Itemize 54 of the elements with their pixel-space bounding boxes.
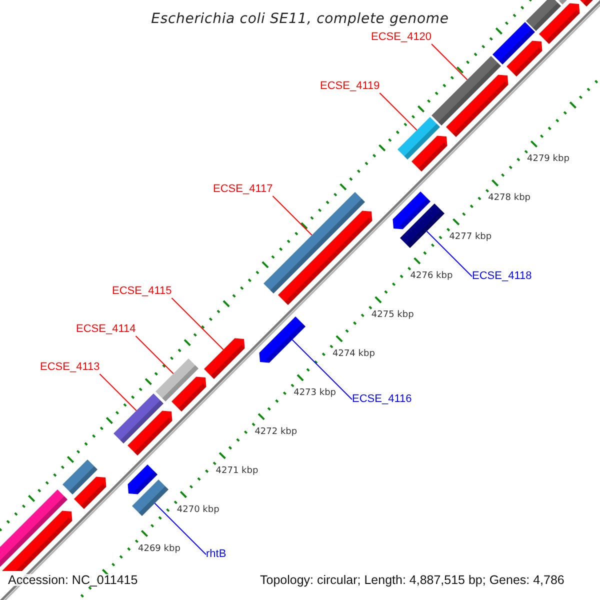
gene-label: ECSE_4117 [213,183,273,196]
leader-line [379,92,418,131]
scale-label: 4279 kbp [527,153,570,165]
gene-bar [400,204,444,248]
gene-label: ECSE_4116 [352,393,412,406]
gene-label: ECSE_4119 [320,80,380,93]
gene-bar [204,338,245,379]
scale-label: 4273 kbp [294,387,336,399]
gene-bar [492,22,535,64]
gene-label: rhtB [206,548,226,561]
leader-line [154,502,206,555]
gene-label: ECSE_4115 [112,285,172,298]
gene-label: ECSE_4114 [76,323,136,336]
gene-bar [558,0,567,4]
gene-bar [278,210,372,305]
scale-label: 4269 kbp [138,543,180,555]
diagram-title: Escherichia coli SE11, complete genome [151,10,449,29]
gene-label: ECSE_4113 [40,361,100,374]
gene-bar [62,460,98,494]
scale-label: 4276 kbp [410,270,453,282]
scale-label: 4278 kbp [488,192,530,204]
scale-label: 4270 kbp [176,504,220,516]
scale-label: 4271 kbp [216,465,258,477]
leader-line [99,374,137,412]
gene-bar [172,376,206,412]
leader-line [171,298,224,350]
gene-bar [580,0,593,6]
gene-bar [259,316,306,363]
gene-bar [114,394,164,444]
gene-bar [128,464,158,494]
gene-bar [412,136,448,172]
leader-line [272,196,312,236]
gene-bar [398,117,440,160]
leader-line [431,44,468,80]
scale-label: 4275 kbp [371,309,414,321]
gene-bar [156,358,198,402]
gene-bar [128,410,172,456]
gene-bar [432,56,501,126]
gene-bar [539,3,580,44]
leader-line [135,336,174,374]
gene-bar [392,192,430,230]
gene-bar [446,74,508,137]
gene-label: ECSE_4120 [371,31,432,44]
gene-bar [526,0,561,31]
gene-bar [2,510,72,571]
scale-label: 4277 kbp [449,231,492,243]
scale-label: 4274 kbp [332,348,375,360]
gene-label: ECSE_4118 [472,270,532,283]
scale-label: 4272 kbp [254,426,298,438]
gene-bar [0,490,68,567]
gene-bar [74,476,106,509]
leader-line [292,339,352,400]
gene-bar [506,40,542,76]
gene-bar [132,480,168,516]
